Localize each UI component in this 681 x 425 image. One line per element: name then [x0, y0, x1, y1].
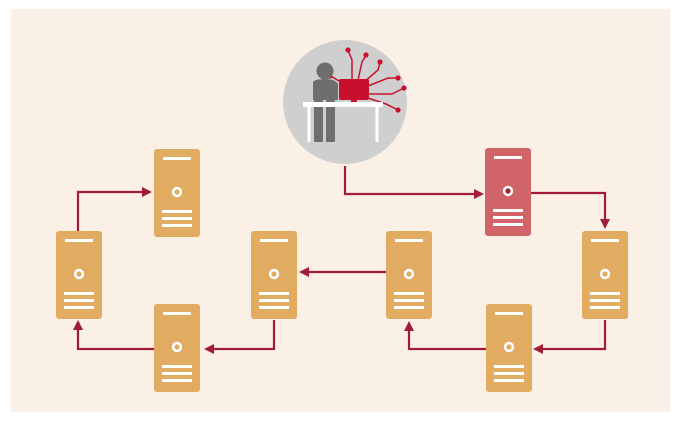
operator-at-computer-icon [283, 40, 407, 164]
server-icon [154, 149, 200, 237]
spread-arrow-8 [76, 187, 152, 231]
server-icon [154, 304, 200, 392]
infected-server-icon [485, 148, 531, 236]
server-icon [56, 231, 102, 319]
spread-arrow-4 [404, 321, 486, 351]
spread-arrows [73, 166, 610, 354]
server-icon [582, 231, 628, 319]
spread-arrow-7 [73, 320, 154, 351]
server-icon [386, 231, 432, 319]
server-network [56, 148, 628, 392]
server-icon [251, 231, 297, 319]
spread-arrow-6 [204, 320, 276, 354]
spread-arrow-3 [533, 320, 607, 354]
spread-arrow-2 [531, 191, 610, 229]
spread-arrow-1 [343, 166, 484, 199]
server-icon [486, 304, 532, 392]
